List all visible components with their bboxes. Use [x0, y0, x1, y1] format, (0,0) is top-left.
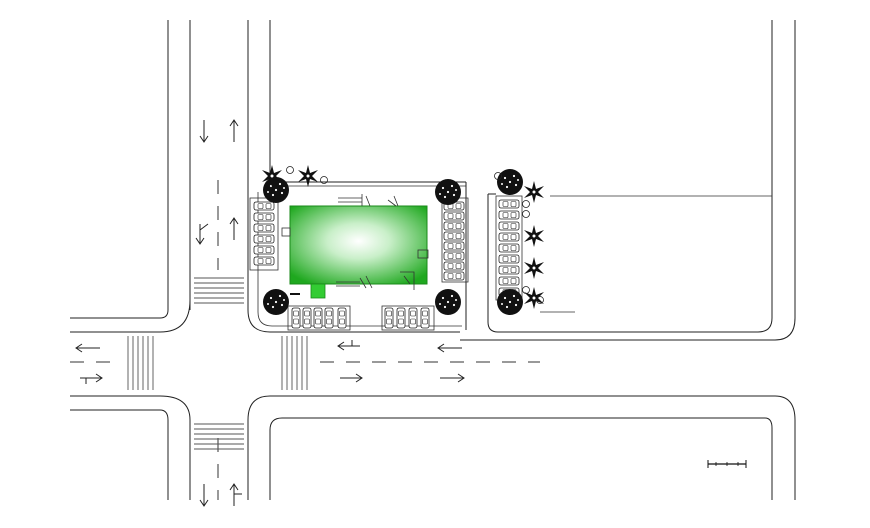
shrub-icon	[522, 210, 530, 218]
scale-bar-icon	[707, 460, 747, 468]
car-icon	[253, 245, 275, 255]
car-icon	[498, 232, 520, 242]
car-icon	[498, 265, 520, 275]
car-icon	[498, 199, 520, 209]
car-icon	[498, 243, 520, 253]
car-icon	[253, 234, 275, 244]
arrow-icon	[199, 484, 209, 507]
palm-icon	[524, 257, 544, 279]
tree-icon	[263, 177, 289, 203]
crosswalk-east	[281, 336, 308, 390]
shrub-icon	[286, 166, 294, 174]
car-icon	[443, 211, 465, 221]
palm-icon	[524, 181, 544, 203]
car-icon	[443, 231, 465, 241]
car-icon	[408, 307, 418, 329]
arrow-icon	[229, 217, 239, 240]
palm-icon	[298, 165, 318, 187]
car-icon	[253, 223, 275, 233]
car-icon	[498, 254, 520, 264]
car-icon	[498, 210, 520, 220]
parking-right	[495, 195, 523, 301]
shrub-icon	[522, 200, 530, 208]
car-icon	[443, 261, 465, 271]
car-icon	[396, 307, 406, 329]
shrub-icon	[522, 286, 530, 294]
arrow-icon	[229, 119, 239, 142]
parking-left	[249, 197, 279, 271]
crosswalk-north	[194, 277, 244, 304]
palm-icon	[524, 225, 544, 247]
car-icon	[498, 276, 520, 286]
car-icon	[291, 307, 301, 329]
tree-icon	[435, 289, 461, 315]
arrow-icon	[199, 120, 209, 143]
car-icon	[443, 271, 465, 281]
building	[281, 194, 429, 299]
entrance-block	[310, 283, 326, 299]
arrow-icon	[195, 223, 209, 245]
palm-icon	[524, 287, 544, 309]
car-icon	[253, 256, 275, 266]
tree-icon	[497, 289, 523, 315]
parking-bottom	[287, 305, 435, 331]
car-icon	[313, 307, 323, 329]
parking-mid	[441, 197, 469, 283]
arrow-icon	[340, 373, 363, 383]
arrow-icon	[229, 483, 242, 506]
car-icon	[443, 251, 465, 261]
car-icon	[498, 221, 520, 231]
car-icon	[443, 241, 465, 251]
crosswalk-south	[194, 423, 244, 450]
tree-icon	[497, 169, 523, 195]
car-icon	[253, 201, 275, 211]
arrow-icon	[80, 373, 103, 384]
car-icon	[420, 307, 430, 329]
crosswalk-west	[127, 336, 154, 390]
road-network	[70, 20, 796, 500]
arrow-icon	[75, 343, 100, 353]
zebra-crossings	[127, 277, 308, 450]
site-lot	[257, 140, 772, 333]
car-icon	[443, 221, 465, 231]
arrow-icon	[437, 343, 462, 353]
car-icon	[302, 307, 312, 329]
arrow-icon	[337, 340, 360, 351]
tree-icon	[435, 179, 461, 205]
car-icon	[337, 307, 347, 329]
car-icon	[253, 212, 275, 222]
car-icon	[324, 307, 334, 329]
traffic-arrows	[75, 119, 465, 507]
tree-icon	[263, 289, 289, 315]
car-icon	[384, 307, 394, 329]
arrow-icon	[440, 373, 465, 383]
